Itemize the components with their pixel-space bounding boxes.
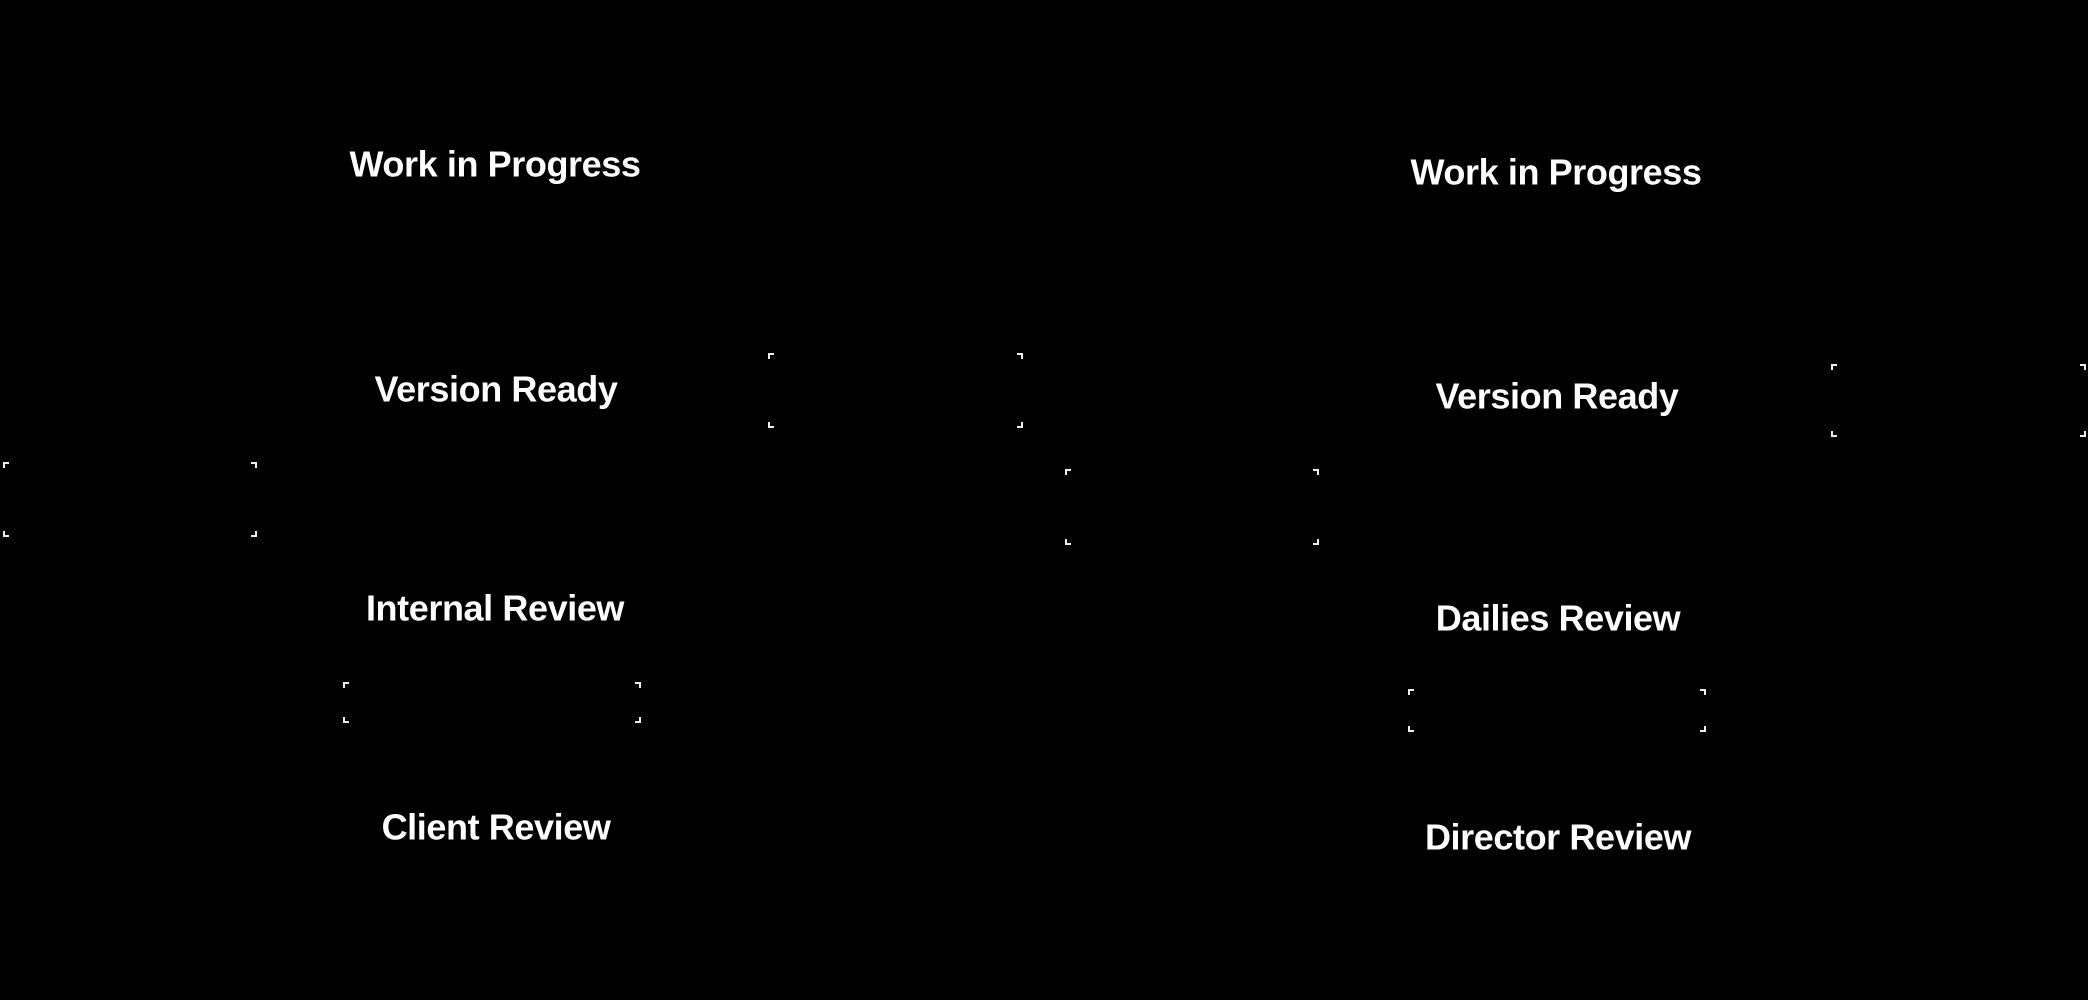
corner-tick: [3, 531, 9, 537]
corner-tick: [251, 462, 257, 468]
state-label-client-review: Client Review: [381, 806, 611, 848]
corner-tick: [1313, 469, 1319, 475]
corner-tick: [343, 682, 349, 688]
corner-tick: [1408, 726, 1414, 732]
ghost-edge-label-box-right-inner: [1065, 469, 1319, 545]
corner-tick: [2080, 364, 2086, 370]
corner-tick: [1700, 689, 1706, 695]
corner-tick: [1831, 364, 1837, 370]
corner-tick: [1408, 689, 1414, 695]
corner-tick: [1313, 539, 1319, 545]
corner-tick: [251, 531, 257, 537]
ghost-edge-label-box-right-middle: [1408, 689, 1706, 732]
corner-tick: [1017, 353, 1023, 359]
corner-tick: [343, 717, 349, 723]
ghost-edge-label-box-left-outer: [3, 462, 257, 537]
ghost-edge-label-box-left-middle: [343, 682, 641, 723]
state-label-work-in-progress-right: Work in Progress: [1410, 151, 1702, 193]
state-label-work-in-progress-left: Work in Progress: [349, 143, 641, 185]
corner-tick: [635, 717, 641, 723]
corner-tick: [1700, 726, 1706, 732]
corner-tick: [2080, 431, 2086, 437]
corner-tick: [1065, 539, 1071, 545]
corner-tick: [1017, 422, 1023, 428]
state-label-version-ready-right: Version Ready: [1435, 375, 1679, 417]
state-label-director-review: Director Review: [1424, 816, 1692, 858]
corner-tick: [3, 462, 9, 468]
state-label-dailies-review: Dailies Review: [1435, 597, 1681, 639]
ghost-edge-label-box-left-inner: [768, 353, 1023, 428]
state-label-version-ready-left: Version Ready: [374, 368, 618, 410]
ghost-edge-label-box-right-outer: [1831, 364, 2086, 437]
corner-tick: [768, 353, 774, 359]
state-label-internal-review: Internal Review: [365, 587, 625, 629]
corner-tick: [1831, 431, 1837, 437]
corner-tick: [635, 682, 641, 688]
corner-tick: [768, 422, 774, 428]
corner-tick: [1065, 469, 1071, 475]
